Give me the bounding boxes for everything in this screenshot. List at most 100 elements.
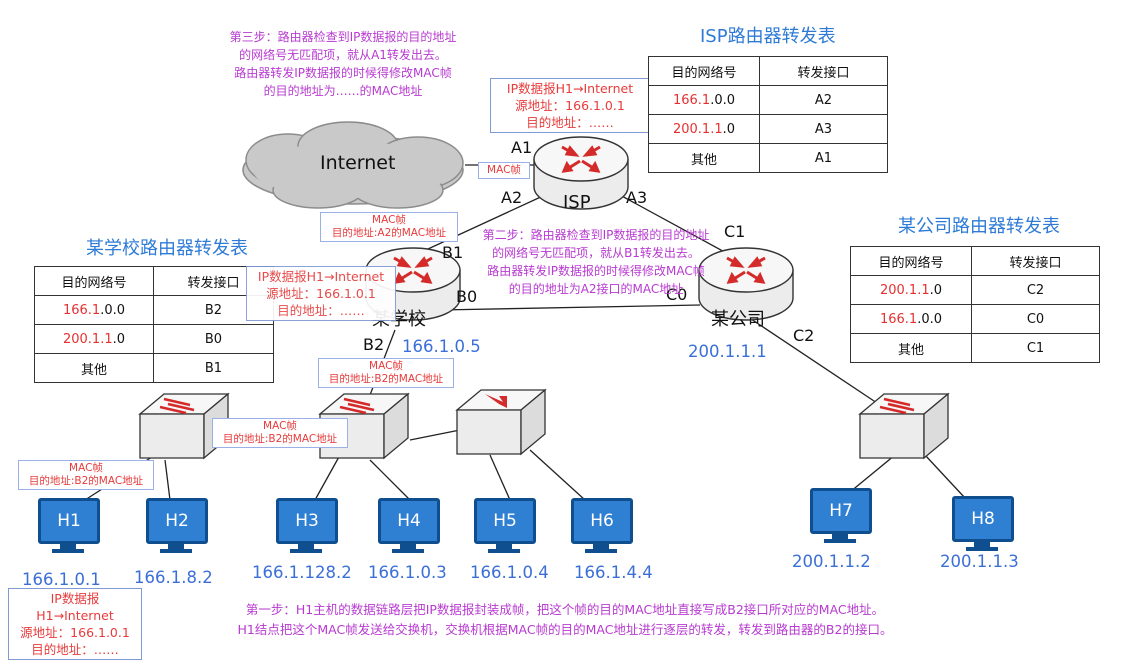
table-row: 200.1.1.0 B0 bbox=[34, 324, 274, 354]
net-rest: 其他 bbox=[690, 152, 717, 168]
link-isp-company bbox=[619, 194, 731, 256]
frame-b2-h1: MAC帧 目的地址:B2的MAC地址 bbox=[18, 460, 154, 490]
step3-line4: 的目的地址为……的MAC地址 bbox=[263, 84, 423, 98]
packet-at-isp-line3: 目的地址：…… bbox=[526, 115, 614, 130]
host-h4-label: H4 bbox=[378, 498, 440, 544]
host-h4-ip: 166.1.0.3 bbox=[368, 563, 447, 582]
net-red: 166.1 bbox=[672, 92, 711, 108]
packet-at-h1-line1: IP数据报H1→Internet bbox=[36, 591, 114, 623]
net-red: 166.1 bbox=[879, 311, 918, 327]
frame-b2-switch-line1: MAC帧 bbox=[263, 420, 297, 432]
host-h1: H1 bbox=[32, 498, 104, 556]
link-switch2-h3 bbox=[314, 454, 341, 501]
company-table-title: 某公司路由器转发表 bbox=[898, 216, 1060, 237]
frame-b2-router-line2: 目的地址:B2的MAC地址 bbox=[328, 373, 444, 385]
step1-note: 第一步：H1主机的数据链路层把IP数据报封装成帧，把这个帧的目的MAC地址直接写… bbox=[150, 600, 980, 640]
step1-line2: H1结点把这个MAC帧发送给交换机，交换机根据MAC帧的目的MAC地址进行逐层的… bbox=[237, 622, 893, 637]
host-h6-label: H6 bbox=[571, 498, 633, 544]
host-h8-label: H8 bbox=[952, 496, 1014, 542]
isp-table-header-net: 目的网络号 bbox=[648, 56, 760, 86]
isp-router-label: ISP bbox=[563, 192, 591, 213]
net-rest: 其他 bbox=[80, 362, 107, 378]
net-rest: 其他 bbox=[897, 342, 924, 358]
link-switch2-switch3 bbox=[409, 429, 461, 441]
iface: B1 bbox=[153, 353, 274, 383]
company-router-label: 某公司 bbox=[711, 309, 765, 330]
packet-at-school-line2: 源地址：166.1.0.1 bbox=[266, 286, 376, 301]
host-h5-label: H5 bbox=[474, 498, 536, 544]
net-red: 200.1.1 bbox=[879, 282, 930, 298]
step3-line2: 的网络号无匹配项，就从A1转发出去。 bbox=[239, 48, 447, 62]
link-switch4-h8 bbox=[924, 454, 966, 499]
host-h2: H2 bbox=[140, 498, 212, 556]
host-h5-ip: 166.1.0.4 bbox=[470, 563, 549, 582]
iface: A3 bbox=[759, 114, 888, 144]
company-router-icon bbox=[698, 247, 794, 321]
frame-a2: MAC帧 目的地址:A2的MAC地址 bbox=[320, 212, 458, 242]
host-h7-ip: 200.1.1.2 bbox=[792, 552, 871, 571]
school-table-title: 某学校路由器转发表 bbox=[86, 238, 248, 259]
host-h1-label: H1 bbox=[38, 498, 100, 544]
frame-b2-switch-line2: 目的地址:B2的MAC地址 bbox=[222, 433, 338, 445]
net-rest: .0.0 bbox=[100, 302, 126, 318]
link-school-company bbox=[439, 304, 701, 311]
net-rest: .0 bbox=[722, 121, 736, 137]
school-router-ip: 166.1.0.5 bbox=[402, 337, 481, 356]
packet-at-school-line1: IP数据报H1→Internet bbox=[257, 269, 385, 284]
step3-note: 第三步：路由器检查到IP数据报的目的地址 的网络号无匹配项，就从A1转发出去。 … bbox=[198, 28, 488, 100]
company-router-ip: 200.1.1.1 bbox=[688, 342, 767, 361]
frame-a2-line2: 目的地址:A2的MAC地址 bbox=[331, 227, 447, 239]
iface: C0 bbox=[971, 304, 1100, 334]
host-h7-label: H7 bbox=[810, 488, 872, 534]
port-a3: A3 bbox=[626, 188, 648, 207]
table-row: 166.1.0.0 C0 bbox=[850, 304, 1100, 334]
port-b2: B2 bbox=[363, 335, 385, 354]
isp-router-icon bbox=[533, 136, 629, 210]
packet-at-isp: IP数据报H1→Internet 源地址：166.1.0.1 目的地址：…… bbox=[490, 78, 650, 133]
net-rest: .0 bbox=[112, 331, 126, 347]
host-h2-ip: 166.1.8.2 bbox=[134, 568, 213, 587]
port-c0: C0 bbox=[666, 285, 688, 304]
company-table-header-net: 目的网络号 bbox=[850, 246, 972, 276]
packet-at-isp-line1: IP数据报H1→Internet bbox=[506, 81, 634, 96]
school-table-header-net: 目的网络号 bbox=[34, 266, 154, 296]
port-b1: B1 bbox=[442, 243, 464, 262]
host-h5: H5 bbox=[468, 498, 540, 556]
link-switch1-h2 bbox=[164, 459, 171, 501]
switch-4-icon bbox=[858, 392, 950, 460]
port-c2: C2 bbox=[793, 326, 815, 345]
iface: A1 bbox=[759, 143, 888, 173]
net-rest: .0.0 bbox=[917, 311, 943, 327]
switch-3-icon bbox=[455, 388, 547, 456]
packet-at-school: IP数据报H1→Internet 源地址：166.1.0.1 目的地址：…… bbox=[246, 266, 396, 321]
step3-line1: 第三步：路由器检查到IP数据报的目的地址 bbox=[229, 30, 457, 44]
host-h6-ip: 166.1.4.4 bbox=[574, 563, 653, 582]
step2-line4: 的目的地址为A2接口的MAC地址 bbox=[508, 282, 684, 296]
frame-b2-h1-line2: 目的地址:B2的MAC地址 bbox=[28, 475, 144, 487]
packet-at-h1: IP数据报H1→Internet 源地址：166.1.0.1 目的地址：…… bbox=[8, 588, 142, 660]
host-h3-ip: 166.1.128.2 bbox=[252, 563, 352, 582]
step2-line3: 路由器转发IP数据报的时候得修改MAC帧 bbox=[487, 264, 705, 278]
link-isp-school bbox=[414, 194, 546, 256]
isp-table-header-iface: 转发接口 bbox=[759, 56, 888, 86]
iface: B0 bbox=[153, 324, 274, 354]
net-red: 200.1.1 bbox=[62, 331, 113, 347]
step1-line1: 第一步：H1主机的数据链路层把IP数据报封装成帧，把这个帧的目的MAC地址直接写… bbox=[245, 602, 885, 617]
iface: C2 bbox=[971, 275, 1100, 305]
step2-line2: 的网络号无匹配项，就从B1转发出去。 bbox=[492, 246, 700, 260]
host-h3: H3 bbox=[270, 498, 342, 556]
link-switch4-h7 bbox=[849, 454, 896, 493]
isp-table-title: ISP路由器转发表 bbox=[700, 26, 836, 47]
packet-at-isp-line2: 源地址：166.1.0.1 bbox=[515, 98, 625, 113]
link-switch2-h4 bbox=[369, 459, 411, 501]
frame-b2-router: MAC帧 目的地址:B2的MAC地址 bbox=[318, 358, 454, 388]
frame-internet: MAC帧 bbox=[478, 162, 530, 179]
